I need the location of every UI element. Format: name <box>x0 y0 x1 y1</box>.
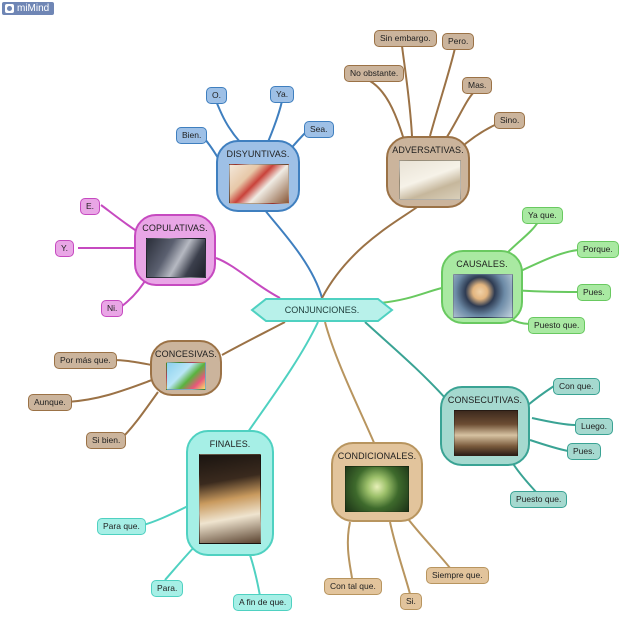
link-concesivas <box>221 321 286 356</box>
open-book-image <box>454 410 518 456</box>
branch-condicionales[interactable]: CONDICIONALES. <box>331 442 423 522</box>
leaf-para[interactable]: Para. <box>151 580 184 597</box>
leaf-puesto-que-causales[interactable]: Puesto que. <box>528 317 586 334</box>
link-condicionales <box>324 321 376 446</box>
central-node[interactable]: CONJUNCIONES. <box>250 298 394 322</box>
branch-finales[interactable]: FINALES. <box>186 430 274 556</box>
branch-consecutivas-label: CONSECUTIVAS. <box>447 395 523 405</box>
leaf-pues-causales[interactable]: Pues. <box>577 284 611 301</box>
leaf-no-obstante[interactable]: No obstante. <box>344 65 405 82</box>
mimind-logo-icon <box>5 4 14 13</box>
mimind-badge[interactable]: miMind <box>2 2 55 15</box>
leaf-sea[interactable]: Sea. <box>304 121 334 138</box>
branch-causales[interactable]: CAUSALES. <box>441 250 523 324</box>
central-node-label: CONJUNCIONES. <box>284 305 360 315</box>
library-reading-image <box>146 238 206 278</box>
central-node-shape <box>250 298 394 322</box>
writing-desk-image <box>399 160 461 200</box>
leaf-si[interactable]: Si. <box>400 593 422 610</box>
leaf-pero[interactable]: Pero. <box>442 33 475 50</box>
leaf-con-tal-que[interactable]: Con tal que. <box>324 578 382 595</box>
link-copulativas <box>215 257 281 299</box>
leaf-o[interactable]: O. <box>206 87 227 104</box>
mimind-label: miMind <box>17 3 50 14</box>
link-adversativas <box>321 204 421 299</box>
branch-adversativas[interactable]: ADVERSATIVAS. <box>386 136 470 208</box>
branch-concesivas[interactable]: CONCESIVAS. <box>150 340 222 396</box>
leaf-aunque[interactable]: Aunque. <box>28 394 72 411</box>
handwriting-image <box>199 454 261 544</box>
leaf-luego[interactable]: Luego. <box>575 418 613 435</box>
link-consecutivas <box>364 321 448 401</box>
leaf-con-que[interactable]: Con que. <box>553 378 600 395</box>
branch-copulativas-label: COPULATIVAS. <box>142 223 208 233</box>
leaf-ya-que[interactable]: Ya que. <box>522 207 563 224</box>
branch-disyuntivas-label: DISYUNTIVAS. <box>226 149 290 159</box>
children-forest-image <box>345 466 409 512</box>
branch-condicionales-label: CONDICIONALES. <box>337 451 417 461</box>
branch-finales-label: FINALES. <box>209 439 251 449</box>
leaf-y[interactable]: Y. <box>55 240 74 257</box>
branch-consecutivas[interactable]: CONSECUTIVAS. <box>440 386 530 466</box>
smiling-child-image <box>453 274 513 318</box>
leaf-porque[interactable]: Porque. <box>577 241 619 258</box>
branch-concesivas-label: CONCESIVAS. <box>155 349 217 359</box>
leaf-sino[interactable]: Sino. <box>494 112 526 129</box>
leaf-bien[interactable]: Bien. <box>176 127 208 144</box>
leaf-ya[interactable]: Ya. <box>270 86 295 103</box>
link-disyuntivas <box>257 199 323 299</box>
leaf-si-bien[interactable]: Si bien. <box>86 432 127 449</box>
branch-disyuntivas[interactable]: DISYUNTIVAS. <box>216 140 300 212</box>
link-causales <box>379 287 443 304</box>
link-finales <box>247 321 319 433</box>
leaf-por-mas-que[interactable]: Por más que. <box>54 352 117 369</box>
leaf-mas[interactable]: Mas. <box>462 77 493 94</box>
leaf-e[interactable]: E. <box>80 198 101 215</box>
leaf-para-que[interactable]: Para que. <box>97 518 146 535</box>
leaf-ni[interactable]: Ni. <box>101 300 124 317</box>
cartoon-kids-image <box>166 362 206 390</box>
branch-copulativas[interactable]: COPULATIVAS. <box>134 214 216 286</box>
leaf-pues-consecutivas[interactable]: Pues. <box>567 443 601 460</box>
children-studying-image <box>229 164 289 204</box>
leaf-a-fin-de-que[interactable]: A fin de que. <box>233 594 293 611</box>
branch-causales-label: CAUSALES. <box>456 259 508 269</box>
branch-adversativas-label: ADVERSATIVAS. <box>392 145 464 155</box>
leaf-puesto-que-consecutivas[interactable]: Puesto que. <box>510 491 568 508</box>
leaf-siempre-que[interactable]: Siempre que. <box>426 567 489 584</box>
leaf-sin-embargo[interactable]: Sin embargo. <box>374 30 437 47</box>
